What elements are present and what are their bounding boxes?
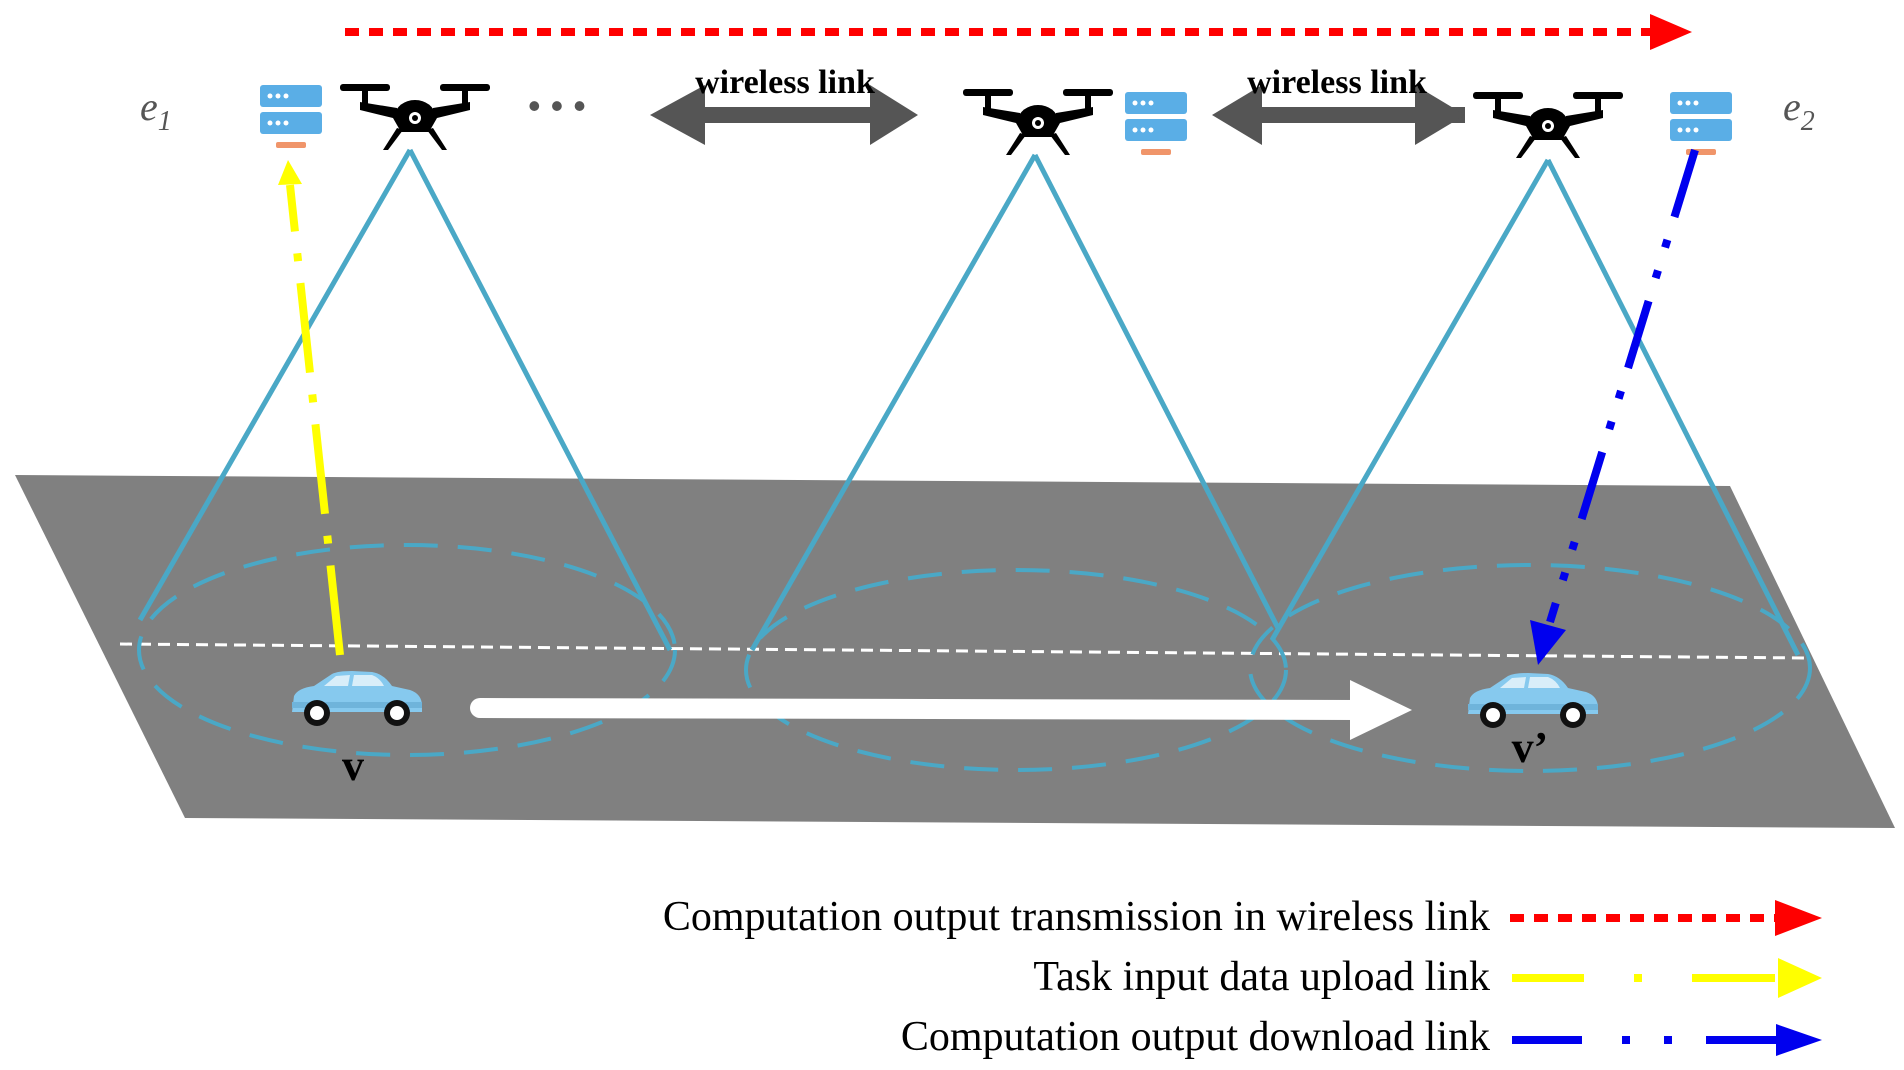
drone-1-icon — [340, 84, 490, 150]
drone-ellipsis: • • • — [528, 85, 586, 126]
drone-3-icon — [1473, 92, 1623, 158]
download-link — [1530, 148, 1699, 665]
coverage-cone-2 — [749, 153, 1281, 652]
node-e1-label: e1 — [140, 84, 172, 137]
server-relay-icon — [1125, 92, 1187, 155]
wireless-link-label-2: wireless link — [1247, 64, 1427, 101]
lane-divider — [119, 642, 1809, 660]
wireless-link-arrow-1 — [650, 85, 918, 145]
node-e2-label: e2 — [1783, 84, 1815, 137]
legend-relay-arrowhead — [1775, 900, 1822, 936]
legend-label-download: Computation output download link — [901, 1014, 1490, 1060]
road — [15, 475, 1895, 828]
vehicle-start-label: v — [342, 741, 364, 790]
upload-link — [278, 160, 344, 656]
vehicle-end-label: v’ — [1512, 723, 1549, 772]
coverage-area-2 — [744, 568, 1288, 772]
legend-upload-arrowhead — [1778, 958, 1822, 998]
server-e2-icon — [1670, 92, 1732, 155]
wireless-link-label-1: wireless link — [695, 64, 875, 101]
server-e1-icon — [260, 85, 322, 148]
wireless-link-arrow-2 — [1212, 85, 1465, 145]
drone-2-icon — [963, 89, 1113, 155]
relay-arrow-head — [1650, 14, 1692, 50]
movement-arrow-head — [1350, 680, 1412, 740]
legend-label-relay: Computation output transmission in wirel… — [663, 894, 1490, 940]
coverage-cone-1 — [137, 148, 673, 652]
coverage-area-3 — [1248, 563, 1812, 773]
legend-label-upload: Task input data upload link — [1033, 954, 1490, 1000]
coverage-cone-3 — [1269, 158, 1801, 657]
movement-arrow — [470, 698, 1370, 720]
legend-download-arrowhead — [1776, 1024, 1822, 1056]
legend: Computation output transmission in wirel… — [663, 894, 1822, 1060]
coverage-area-1 — [137, 543, 677, 757]
